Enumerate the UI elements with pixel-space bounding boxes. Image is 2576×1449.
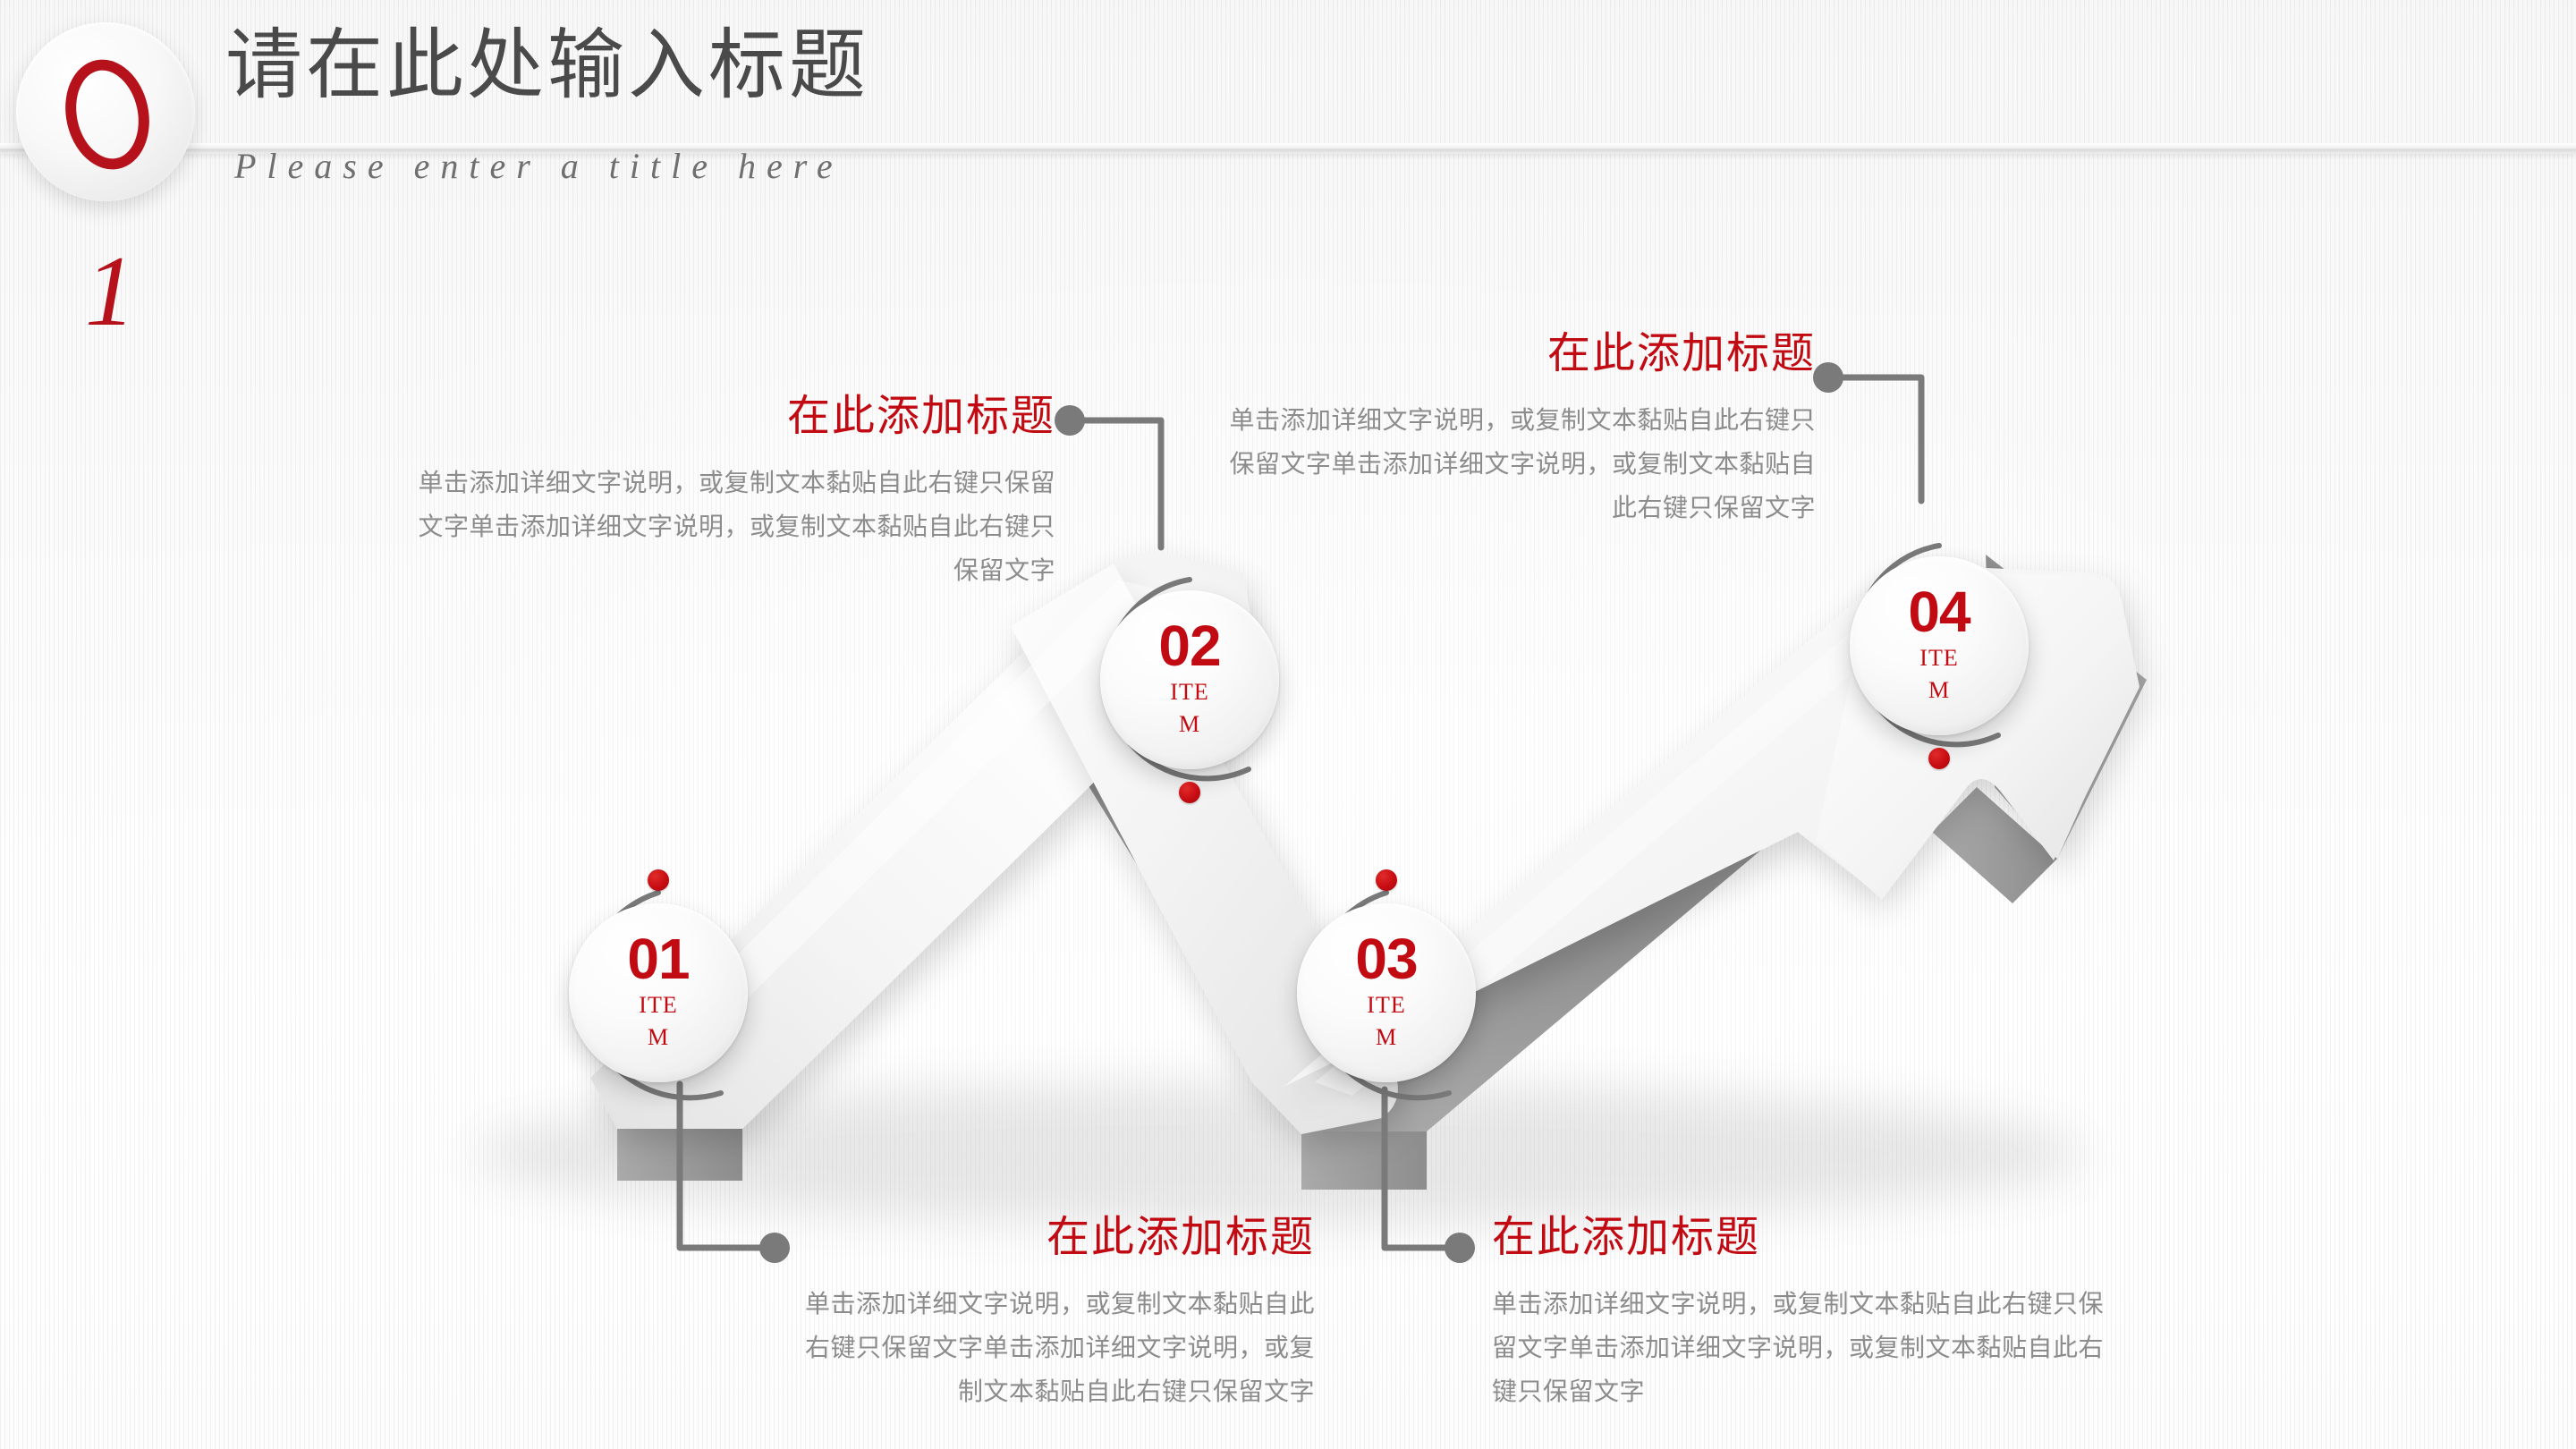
callout-03: 在此添加标题 单击添加详细文字说明，或复制文本黏贴自此右键只保留文字单击添加详细… (1492, 1214, 2118, 1413)
arrow-cap-left (617, 1127, 742, 1181)
page-title: 请在此处输入标题 (225, 22, 869, 108)
node-item-01: ITEM (639, 991, 678, 1051)
node-number-04: 04 (1908, 579, 1970, 644)
connector-dot-03 (1445, 1233, 1475, 1263)
arrow-cap-mid (1301, 1131, 1427, 1190)
callout-body-01: 单击添加详细文字说明，或复制文本黏贴自此右键只保留文字单击添加详细文字说明，或复… (805, 1289, 1316, 1405)
arrow-ground-shadow (474, 1082, 2084, 1225)
connector-line-02 (1066, 417, 1165, 551)
node-disc-03[interactable]: 03 ITEM (1297, 903, 1476, 1082)
node-number-03: 03 (1355, 926, 1418, 991)
callout-01: 在此添加标题 单击添加详细文字说明，或复制文本黏贴自此右键只保留文字单击添加详细… (805, 1214, 1316, 1413)
header-divider-rule (0, 143, 2576, 154)
red-dot-icon (1928, 748, 1950, 769)
red-dot-icon (1376, 869, 1397, 891)
red-dot-icon (1179, 782, 1200, 803)
callout-body-03: 单击添加详细文字说明，或复制文本黏贴自此右键只保留文字单击添加详细文字说明，或复… (1492, 1289, 2105, 1405)
connector-dot-01 (759, 1233, 790, 1263)
node-item-02: ITEM (1170, 678, 1209, 738)
callout-body-04: 单击添加详细文字说明，或复制文本黏贴自此右键只保留文字单击添加详细文字说明，或复… (1229, 405, 1816, 521)
callout-title-04: 在此添加标题 (1546, 330, 1816, 377)
handwritten-zero-icon (65, 59, 149, 170)
red-dot-icon (648, 869, 669, 891)
callout-body-02: 单击添加详细文字说明，或复制文本黏贴自此右键只保留文字单击添加详细文字说明，或复… (418, 468, 1055, 584)
connector-line-03 (1381, 1086, 1463, 1251)
connector-line-04 (1825, 374, 1925, 504)
node-item-03: ITEM (1367, 991, 1406, 1051)
header-badge-sub: 1 (85, 236, 135, 347)
callout-title-02: 在此添加标题 (786, 393, 1055, 440)
callout-02: 在此添加标题 单击添加详细文字说明，或复制文本黏贴自此右键只保留文字单击添加详细… (411, 393, 1055, 592)
connector-dot-02 (1055, 405, 1085, 436)
node-number-02: 02 (1158, 613, 1221, 678)
page-subtitle: Please enter a title here (234, 146, 843, 186)
connector-line-01 (676, 1080, 778, 1251)
callout-04: 在此添加标题 单击添加详细文字说明，或复制文本黏贴自此右键只保留文字单击添加详细… (1216, 330, 1816, 530)
node-number-01: 01 (627, 926, 690, 991)
node-item-04: ITEM (1919, 644, 1959, 704)
node-disc-01[interactable]: 01 ITEM (569, 903, 748, 1082)
arrowhead-side-lower (1932, 787, 2057, 903)
callout-title-01: 在此添加标题 (1046, 1214, 1315, 1261)
connector-dot-04 (1813, 362, 1843, 393)
node-disc-02[interactable]: 02 ITEM (1100, 590, 1279, 769)
node-disc-04[interactable]: 04 ITEM (1850, 556, 2029, 735)
callout-title-03: 在此添加标题 (1492, 1214, 1761, 1261)
